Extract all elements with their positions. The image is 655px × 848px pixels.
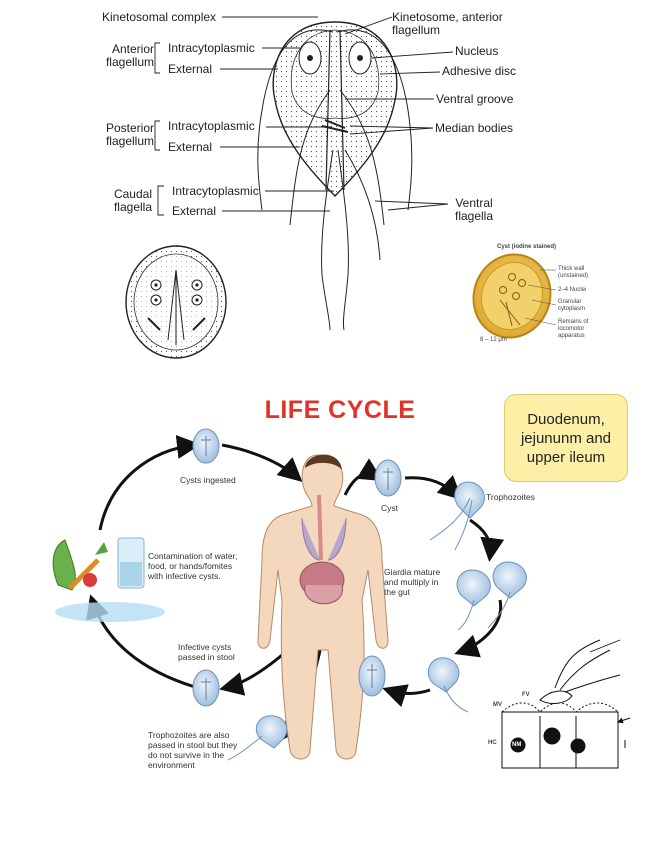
- label-median-bodies: Median bodies: [435, 121, 514, 135]
- label-kinetosomal-complex: Kinetosomal complex: [102, 10, 217, 24]
- food-water-illustration: [52, 537, 165, 622]
- iodine-cyst-inset: [472, 253, 557, 339]
- label-anterior-external: External: [168, 62, 213, 76]
- label-trophozoites: Trophozoites: [486, 492, 535, 502]
- label-nucleus: Nucleus: [455, 44, 499, 58]
- intestinal-tissue-schematic: [501, 639, 631, 769]
- trophozoite-group: [227, 481, 527, 761]
- anatomy-leader-lines: [154, 16, 454, 216]
- label-giardia-mature: Giardia mature and multiply in the gut: [384, 567, 441, 597]
- label-nm: NM: [512, 742, 522, 748]
- label-posterior-flagellum: Posterior flagellum: [105, 121, 154, 148]
- label-caudal-flagella: Caudal flagella: [113, 187, 152, 214]
- label-cyst: Cyst: [381, 503, 398, 513]
- cyst-sketch: [125, 245, 227, 359]
- label-posterior-external: External: [168, 140, 213, 154]
- label-posterior-intracytoplasmic: Intracytoplasmic: [168, 119, 255, 133]
- life-cycle-title: LIFE CYCLE: [264, 396, 416, 424]
- cyst-ingested-top: [192, 428, 220, 464]
- label-caudal-intracytoplasmic: Intracytoplasmic: [172, 184, 259, 198]
- label-caudal-external: External: [172, 204, 217, 218]
- label-kinetosome-anterior: Kinetosome, anterior flagellum: [392, 10, 503, 37]
- label-anterior-intracytoplasmic: Intracytoplasmic: [168, 41, 255, 55]
- label-infective-cysts: Infective cysts passed in stool: [178, 642, 235, 662]
- label-troph-passed: Trophozoites are also passed in stool bu…: [148, 730, 238, 770]
- label-granular-cytoplasm: Granular cytoplasm: [558, 299, 586, 312]
- label-contamination: Contamination of water, food, or hands/f…: [148, 551, 238, 581]
- infection-site-box: Duodenum, jejununm and upper ileum: [504, 394, 628, 482]
- cyst-gut: [374, 459, 402, 497]
- human-body: [257, 454, 389, 760]
- label-thick-wall: Thick wall (unstained): [558, 266, 589, 279]
- cyst-stool: [192, 669, 220, 707]
- label-cyst-iodine-title: Cyst (iodine stained): [497, 244, 557, 250]
- infection-site-text: Duodenum, jejununm and upper ileum: [520, 410, 612, 466]
- label-nuclei: 2–4 Nuclei: [558, 287, 587, 293]
- cyst-returning: [358, 655, 386, 697]
- label-cyst-size: 8 – 12 μm: [480, 337, 507, 343]
- label-mv: MV: [493, 702, 502, 708]
- label-ventral-groove: Ventral groove: [436, 92, 514, 106]
- label-hc: HC: [488, 740, 497, 746]
- label-ventral-flagella: Ventral flagella: [454, 196, 494, 223]
- label-adhesive-disc: Adhesive disc: [442, 64, 517, 78]
- trophozoite-drawing: [257, 21, 413, 331]
- label-remains-locomotor: Remains of locomotor apparatus: [558, 319, 589, 339]
- label-anterior-flagellum: Anterior flagellum: [105, 42, 154, 69]
- label-fv: FV: [522, 692, 530, 698]
- label-cysts-ingested: Cysts ingested: [180, 475, 236, 485]
